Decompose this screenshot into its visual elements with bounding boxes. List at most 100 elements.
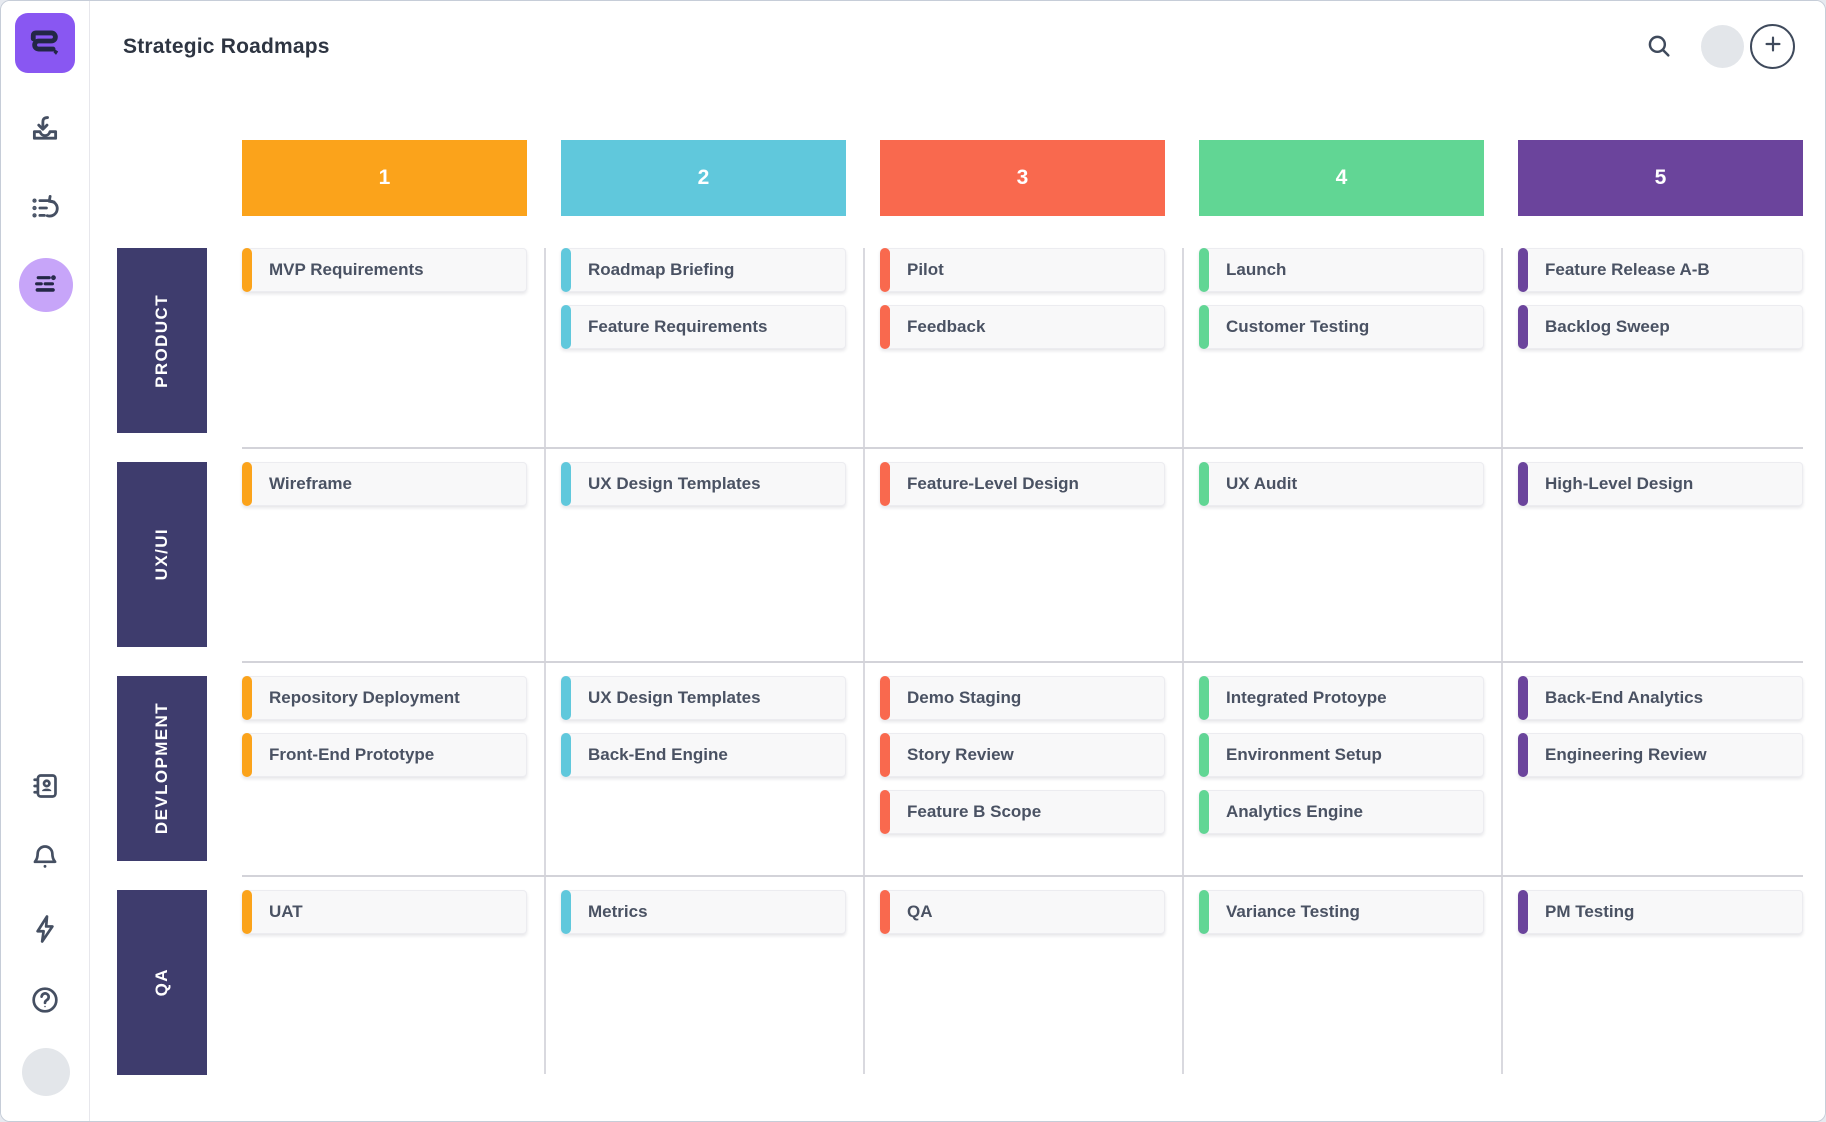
roadmap-card[interactable]: UX Audit [1199, 462, 1484, 506]
roadmap-card[interactable]: Environment Setup [1199, 733, 1484, 777]
card-accent [561, 248, 571, 292]
roadmap-card[interactable]: Back-End Analytics [1518, 676, 1803, 720]
row-label-text: DEVLOPMENT [152, 702, 171, 835]
roadmap-card[interactable]: MVP Requirements [242, 248, 527, 292]
card-accent [242, 890, 252, 934]
card-accent [1199, 676, 1209, 720]
card-accent [880, 790, 890, 834]
roadmap-card[interactable]: Feature Requirements [561, 305, 846, 349]
column-header-label: 4 [1335, 166, 1348, 189]
add-new-button[interactable] [1750, 24, 1795, 69]
roadmap-card[interactable]: Demo Staging [880, 676, 1165, 720]
card-accent [1518, 462, 1528, 506]
column-header-label: 1 [378, 166, 391, 189]
cell-devlopment-4: Integrated Protoype Environment Setup An… [1199, 676, 1484, 847]
row-label-devlopment[interactable]: DEVLOPMENT [117, 676, 207, 861]
cell-qa-3: QA [880, 890, 1165, 947]
roadmap-card[interactable]: High-Level Design [1518, 462, 1803, 506]
roadmap-card[interactable]: UX Design Templates [561, 462, 846, 506]
roadmap-card[interactable]: UX Design Templates [561, 676, 846, 720]
sidebar-item-contacts[interactable] [1, 769, 89, 803]
cell-product-2: Roadmap Briefing Feature Requirements [561, 248, 846, 362]
list-redo-icon [28, 191, 62, 225]
roadmap-card[interactable]: Launch [1199, 248, 1484, 292]
sidebar-item-activity[interactable] [1, 912, 89, 946]
search-button[interactable] [1645, 32, 1673, 60]
card-accent [242, 462, 252, 506]
cell-devlopment-3: Demo Staging Story Review Feature B Scop… [880, 676, 1165, 847]
card-accent [1199, 790, 1209, 834]
roadmap-card[interactable]: Roadmap Briefing [561, 248, 846, 292]
card-accent [880, 462, 890, 506]
column-header-2[interactable]: 2 [561, 140, 846, 216]
cell-devlopment-1: Repository Deployment Front-End Prototyp… [242, 676, 527, 790]
card-accent [561, 676, 571, 720]
row-label-uxui[interactable]: UX/UI [117, 462, 207, 647]
row-label-qa[interactable]: QA [117, 890, 207, 1075]
cell-product-1: MVP Requirements [242, 248, 527, 305]
roadmap-card[interactable]: QA [880, 890, 1165, 934]
card-accent [242, 733, 252, 777]
card-accent [880, 305, 890, 349]
roadmap-card[interactable]: Customer Testing [1199, 305, 1484, 349]
sidebar-user-avatar[interactable] [22, 1048, 70, 1096]
card-accent [1199, 890, 1209, 934]
roadmap-card[interactable]: Variance Testing [1199, 890, 1484, 934]
roadmap-card[interactable]: Story Review [880, 733, 1165, 777]
roadmap-card[interactable]: Feature Release A-B [1518, 248, 1803, 292]
card-accent [880, 890, 890, 934]
card-accent [1199, 462, 1209, 506]
card-accent [242, 676, 252, 720]
card-accent [1518, 305, 1528, 349]
card-accent [1518, 676, 1528, 720]
sidebar-item-import[interactable] [1, 113, 89, 147]
roadmap-card[interactable]: Feature-Level Design [880, 462, 1165, 506]
roadmap-card[interactable]: Wireframe [242, 462, 527, 506]
card-accent [1199, 305, 1209, 349]
cell-qa-1: UAT [242, 890, 527, 947]
search-icon [1645, 35, 1673, 64]
app-logo[interactable] [15, 13, 75, 73]
cell-uxui-5: High-Level Design [1518, 462, 1803, 519]
sidebar-item-roadmaps-active[interactable] [19, 258, 73, 312]
row-label-product[interactable]: PRODUCT [117, 248, 207, 433]
roadmap-card[interactable]: Engineering Review [1518, 733, 1803, 777]
main-content: Strategic Roadmaps [90, 1, 1825, 1121]
roadmunk-squiggle-icon [23, 19, 67, 68]
cell-uxui-1: Wireframe [242, 462, 527, 519]
roadmap-rows-icon [30, 267, 62, 304]
help-icon [28, 983, 62, 1017]
roadmap-card[interactable]: Feedback [880, 305, 1165, 349]
card-accent [561, 890, 571, 934]
roadmap-card[interactable]: Backlog Sweep [1518, 305, 1803, 349]
sidebar-item-list[interactable] [1, 191, 89, 225]
sidebar-item-notifications[interactable] [1, 840, 89, 874]
roadmap-card[interactable]: Repository Deployment [242, 676, 527, 720]
column-header-1[interactable]: 1 [242, 140, 527, 216]
roadmap-board: 1 2 3 4 5 PRODUCT UX/UI DEVLOPMENT QA MV… [90, 92, 1825, 1121]
column-header-label: 2 [697, 166, 710, 189]
column-header-5[interactable]: 5 [1518, 140, 1803, 216]
card-accent [1199, 248, 1209, 292]
roadmap-card[interactable]: Analytics Engine [1199, 790, 1484, 834]
header-user-avatar[interactable] [1701, 25, 1744, 68]
roadmap-card[interactable]: Front-End Prototype [242, 733, 527, 777]
roadmap-card[interactable]: Integrated Protoype [1199, 676, 1484, 720]
roadmap-card[interactable]: Metrics [561, 890, 846, 934]
roadmap-card[interactable]: PM Testing [1518, 890, 1803, 934]
card-accent [880, 733, 890, 777]
roadmap-card[interactable]: UAT [242, 890, 527, 934]
roadmap-card[interactable]: Back-End Engine [561, 733, 846, 777]
sidebar-item-help[interactable] [1, 983, 89, 1017]
roadmap-card[interactable]: Feature B Scope [880, 790, 1165, 834]
address-book-icon [28, 769, 62, 803]
import-tray-icon [28, 113, 62, 147]
column-header-3[interactable]: 3 [880, 140, 1165, 216]
cell-product-3: Pilot Feedback [880, 248, 1165, 362]
cell-qa-4: Variance Testing [1199, 890, 1484, 947]
roadmap-card[interactable]: Pilot [880, 248, 1165, 292]
card-accent [1518, 248, 1528, 292]
bell-icon [28, 840, 62, 874]
column-header-4[interactable]: 4 [1199, 140, 1484, 216]
card-accent [561, 305, 571, 349]
